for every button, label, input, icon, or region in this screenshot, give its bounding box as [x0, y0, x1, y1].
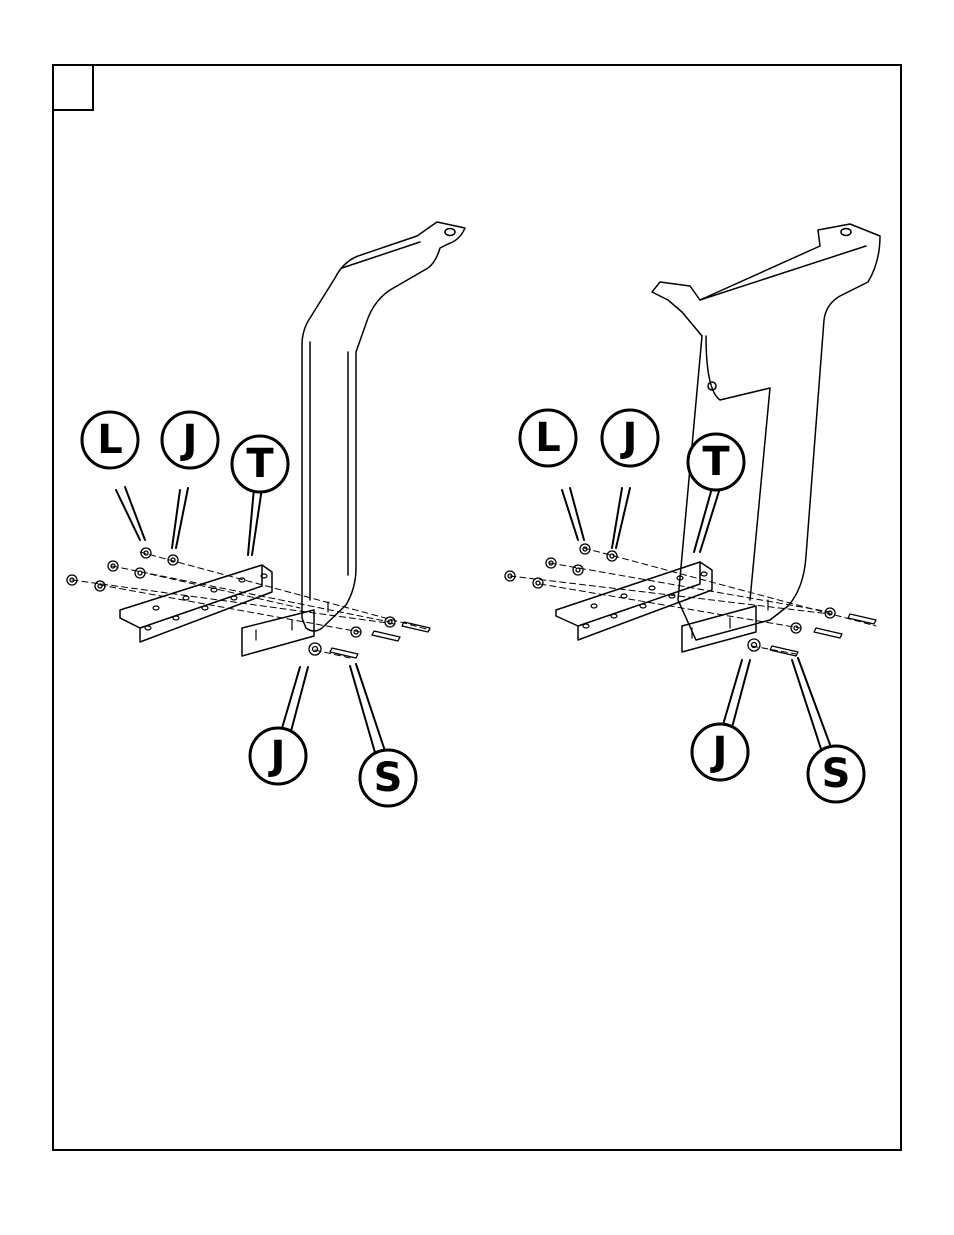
svg-text:T: T [246, 441, 274, 487]
svg-text:L: L [535, 415, 561, 461]
right-assembly [505, 224, 880, 752]
left-callouts: L J T J S [82, 412, 416, 806]
right-callout-l: L [520, 410, 576, 466]
svg-text:T: T [702, 439, 730, 485]
right-callout-s: S [808, 746, 864, 802]
svg-text:S: S [822, 751, 851, 797]
right-callout-leaders [562, 488, 832, 752]
svg-text:J: J [268, 733, 286, 779]
right-callout-t: T [688, 434, 744, 490]
svg-text:L: L [97, 417, 123, 463]
left-callout-j-bottom: J [250, 728, 306, 784]
left-callout-t: T [232, 436, 288, 492]
left-callout-l: L [82, 412, 138, 468]
svg-text:J: J [710, 729, 728, 775]
svg-text:S: S [374, 755, 403, 801]
left-mounting-bracket [302, 222, 465, 631]
left-plate-t [120, 565, 328, 656]
left-callout-s: S [360, 750, 416, 806]
right-callout-j-top: J [602, 410, 658, 466]
right-callout-j-bottom: J [692, 724, 748, 780]
svg-text:J: J [620, 415, 638, 461]
right-mounting-bracket [652, 224, 880, 640]
svg-text:J: J [180, 417, 198, 463]
left-callout-j-top: J [162, 412, 218, 468]
right-plate-t [556, 562, 768, 652]
left-fasteners [67, 548, 430, 658]
left-callout-leaders [116, 487, 386, 756]
right-fasteners [505, 544, 876, 656]
